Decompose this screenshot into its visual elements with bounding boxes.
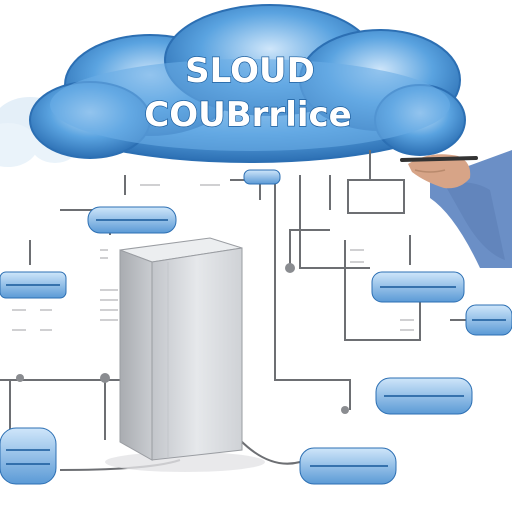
cloud-label-icon [0,427,57,485]
small-cloud-labels [0,169,512,485]
cloud-headline-line2: COUBrrlice [144,95,351,135]
diagram-text-marks [12,184,414,331]
cloud-label-icon [243,169,281,185]
network-wires [0,150,500,471]
server-icon [105,237,265,472]
main-cloud-icon: SLOUD COUBrrlice [29,4,466,163]
cloud-headline-line1: SLOUD [185,51,315,91]
hand-with-pen-icon [400,150,512,268]
connector-nodes [16,263,349,414]
diagram-box [347,179,405,214]
